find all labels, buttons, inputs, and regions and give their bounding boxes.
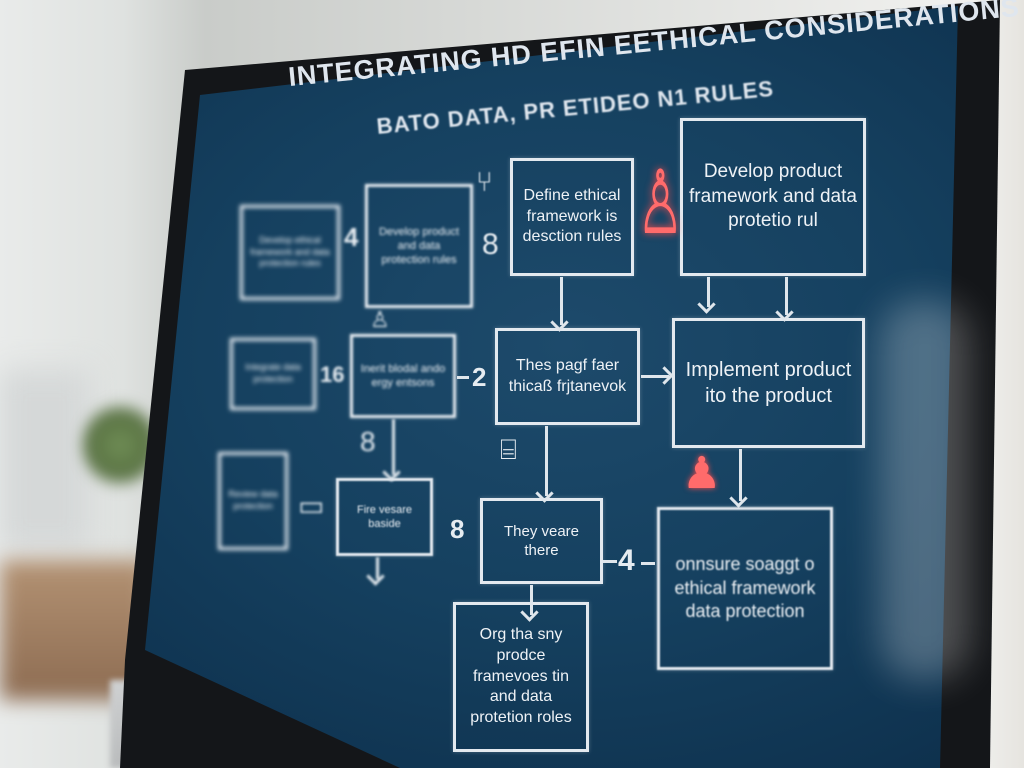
screen-glare: [880, 300, 970, 680]
step-number: 16: [320, 362, 345, 387]
flow-box-1: Develop ethical framework and data prote…: [240, 205, 340, 300]
arrow-down: [560, 277, 563, 325]
flow-box-3: Define ethical framework is desction rul…: [510, 158, 634, 276]
step-number: 2: [472, 362, 487, 392]
flow-box-8: Implement product ito the product: [672, 318, 865, 448]
lock-icon: 8: [360, 426, 376, 457]
person-alert-icon: ♙: [637, 154, 684, 254]
chair-icon: ⑂: [476, 166, 493, 197]
arrow-down: [785, 277, 788, 315]
flow-box-13: Org tha sny prodce framevoes tin and dat…: [453, 602, 589, 752]
step-number: 4: [344, 222, 359, 252]
background-lamp: [0, 370, 90, 550]
flow-box-5: Integrate data protection: [230, 338, 316, 410]
document-icon: ▭: [298, 490, 325, 521]
flow-box-6: Inerit blodal ando ergy entsons: [350, 334, 456, 418]
arrow-down: [530, 585, 533, 615]
step-number: 4: [618, 544, 635, 577]
lock-icon: 8: [482, 228, 499, 261]
flow-box-4: Develop product framework and data prote…: [680, 118, 866, 276]
server-icon: ⌸: [500, 434, 517, 465]
connector: [457, 376, 469, 379]
flow-box-2: Develop product and data protection rule…: [365, 184, 473, 308]
step-number: 8: [450, 514, 465, 544]
arrow-down: [545, 426, 548, 496]
connector: [603, 560, 617, 563]
flow-box-7: Thes pagf faer thicaß frjtanevok: [495, 328, 640, 425]
arrow-down: [707, 277, 710, 307]
arrow-down: [392, 419, 395, 475]
arrow-down: [739, 449, 742, 501]
person-icon: ♙: [370, 307, 390, 332]
flow-box-12: onnsure soaggt o ethical framework data …: [657, 507, 833, 670]
flow-box-10: Fire vesare baside: [336, 478, 433, 556]
arrow-down: [376, 557, 379, 579]
stamp-icon: ♟: [682, 449, 722, 498]
flow-box-9: Review data protection: [218, 452, 288, 550]
arrow-right: [641, 375, 669, 378]
flow-box-11: They veare there: [480, 498, 603, 584]
connector: [641, 562, 655, 565]
